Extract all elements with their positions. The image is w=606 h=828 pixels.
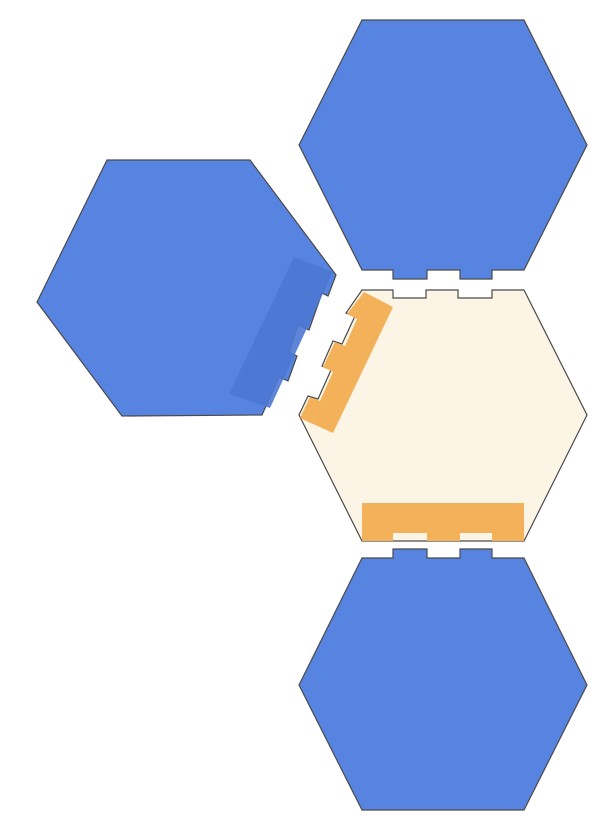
bottom-hexagon [298,548,588,811]
bottom-connector [362,503,524,541]
upper-left-connector [300,292,393,433]
top-hexagon [298,19,588,280]
left-hexagon-shade [229,257,333,408]
